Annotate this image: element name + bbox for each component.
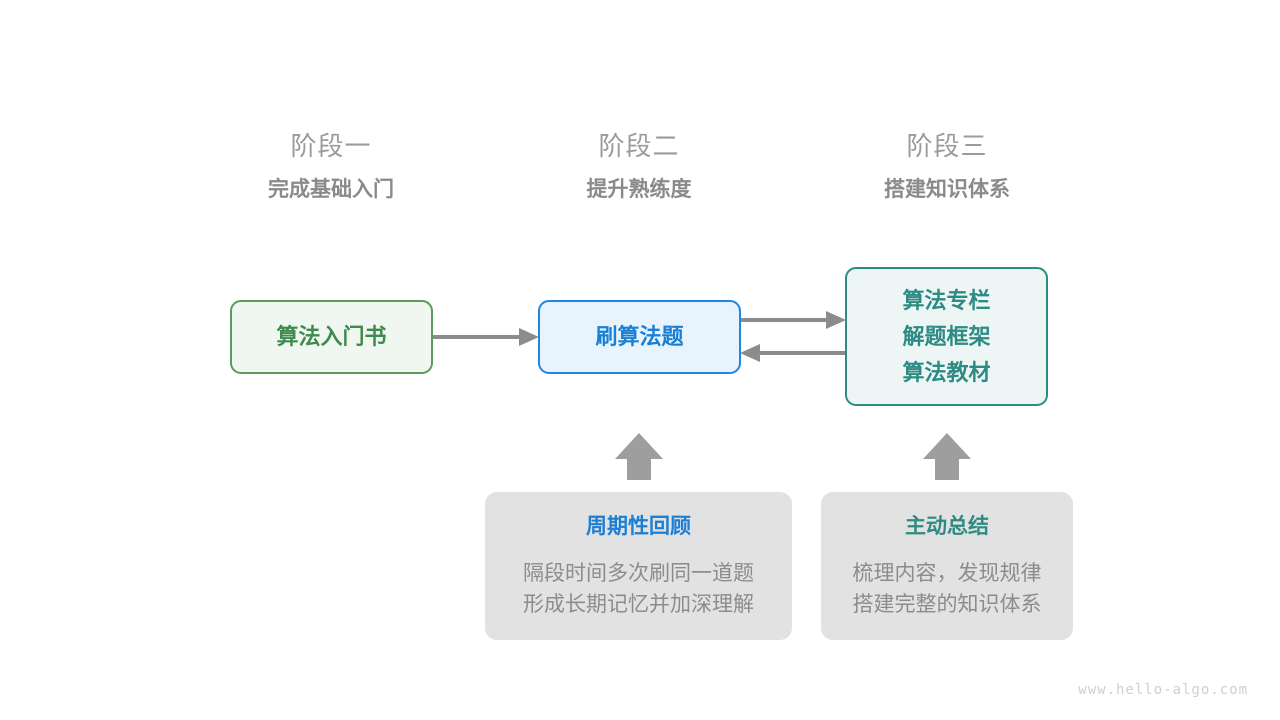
node-label-line-3: 算法教材 (902, 359, 991, 385)
stage-title: 阶段一 (290, 131, 372, 161)
connector-system-to-practice (740, 344, 845, 362)
connector-review-to-practice (615, 433, 663, 480)
tip-card-active-summary[interactable]: 主动总结 梳理内容，发现规律 搭建完整的知识体系 (821, 492, 1073, 640)
node-label: 刷算法题 (595, 324, 684, 349)
node-practice-problems[interactable]: 刷算法题 (538, 300, 741, 374)
stage-title: 阶段三 (906, 131, 988, 161)
tip-body-line-2: 形成长期记忆并加深理解 (523, 593, 754, 616)
stage-header-2: 阶段二 提升熟练度 (509, 129, 769, 205)
node-knowledge-system[interactable]: 算法专栏 解题框架 算法教材 (845, 267, 1048, 406)
node-algorithm-intro-book[interactable]: 算法入门书 (230, 300, 433, 374)
tip-title: 周期性回顾 (586, 515, 691, 538)
node-label: 算法入门书 (276, 324, 387, 349)
tip-body-line-1: 梳理内容，发现规律 (852, 562, 1042, 585)
node-label-line-1: 算法专栏 (902, 287, 991, 313)
connector-practice-to-system (741, 311, 846, 329)
watermark-url: www.hello-algo.com (1078, 682, 1248, 698)
tip-body-line-2: 搭建完整的知识体系 (852, 593, 1042, 616)
connector-book-to-practice (433, 328, 539, 346)
tip-body-line-1: 隔段时间多次刷同一道题 (523, 562, 754, 585)
tip-title: 主动总结 (905, 515, 989, 538)
stage-header-3: 阶段三 搭建知识体系 (817, 129, 1077, 205)
tip-card-periodic-review[interactable]: 周期性回顾 隔段时间多次刷同一道题 形成长期记忆并加深理解 (485, 492, 792, 640)
stage-subtitle: 完成基础入门 (268, 178, 394, 201)
stage-title: 阶段二 (598, 131, 680, 161)
connector-summary-to-system (923, 433, 971, 480)
stage-header-1: 阶段一 完成基础入门 (201, 129, 461, 205)
stage-subtitle: 搭建知识体系 (884, 178, 1010, 201)
stage-subtitle: 提升熟练度 (586, 178, 692, 201)
node-label-line-2: 解题框架 (902, 323, 991, 349)
